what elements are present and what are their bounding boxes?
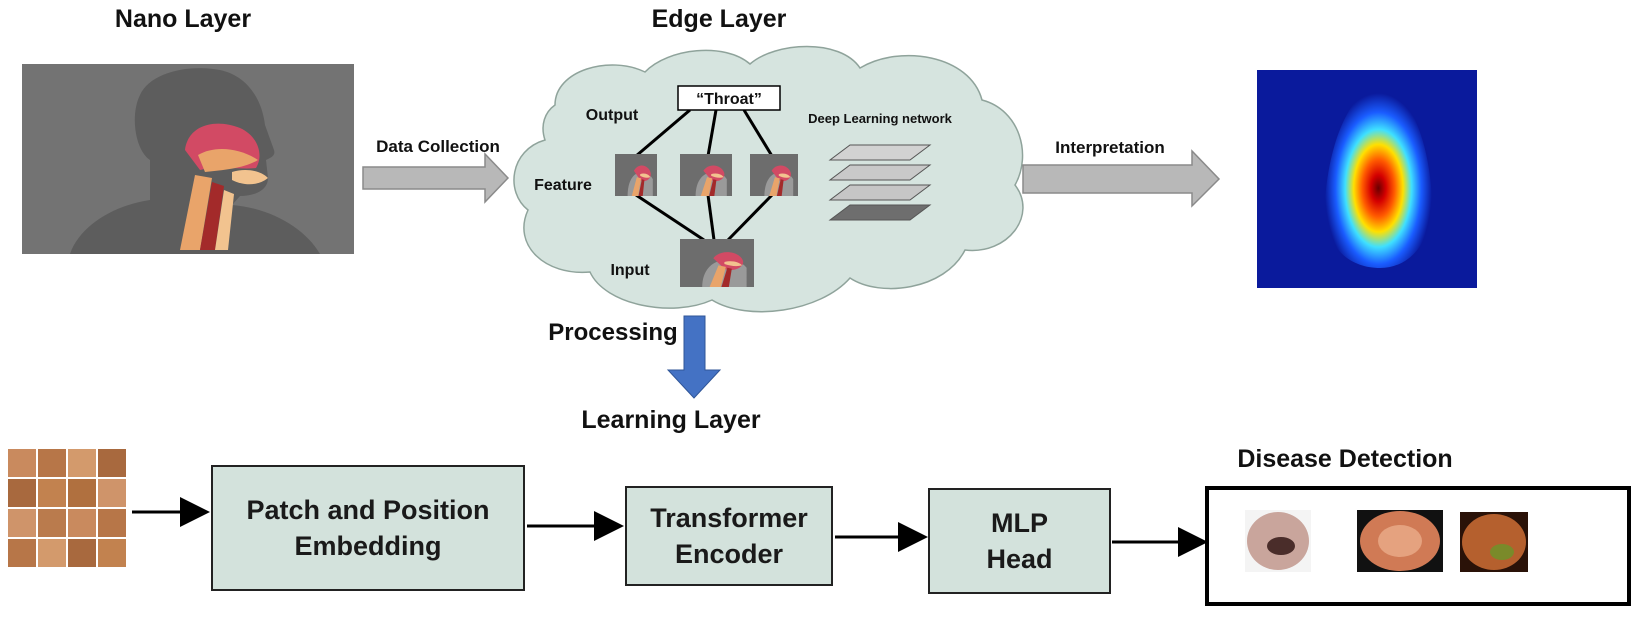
image-patch: [98, 479, 126, 507]
input-image: [680, 239, 754, 287]
mlp-head-box: MLP Head: [928, 488, 1111, 594]
interpretation-label: Interpretation: [1055, 138, 1165, 157]
endoscopy-image-3: [1460, 512, 1528, 572]
disease-detection-title: Disease Detection: [1237, 445, 1452, 473]
output-node: [677, 85, 781, 111]
image-patch: [38, 509, 66, 537]
data-collection-arrow: [362, 152, 510, 204]
feature-image-2: [680, 154, 732, 196]
image-patch: [8, 509, 36, 537]
endoscopy-image-2: [1357, 510, 1443, 572]
heatmap-image: [1257, 70, 1477, 288]
image-patch: [68, 539, 96, 567]
data-collection-label: Data Collection: [376, 137, 500, 156]
image-patch: [98, 539, 126, 567]
network-feature-label: Feature: [534, 177, 592, 194]
image-patch: [98, 509, 126, 537]
network-connections: [635, 108, 774, 242]
network-input-label: Input: [610, 262, 650, 279]
image-patch: [8, 539, 36, 567]
image-patch: [38, 449, 66, 477]
patch-grid-image: [6, 447, 128, 569]
output-value: “Throat”: [696, 91, 762, 108]
network-output-label: Output: [586, 107, 639, 124]
nano-layer-title: Nano Layer: [115, 5, 251, 33]
image-patch: [8, 449, 36, 477]
image-patch: [98, 449, 126, 477]
processing-label: Processing: [548, 319, 677, 346]
image-patch: [38, 539, 66, 567]
learning-layer-title: Learning Layer: [581, 406, 760, 434]
feature-image-1: [615, 154, 657, 196]
image-patch: [68, 509, 96, 537]
layer-stack-icon: [828, 144, 932, 221]
edge-layer-title: Edge Layer: [652, 5, 787, 33]
image-patch: [38, 479, 66, 507]
deep-learning-network-label: Deep Learning network: [808, 111, 953, 126]
image-patch: [68, 479, 96, 507]
transformer-encoder-box: Transformer Encoder: [625, 486, 833, 586]
patch-position-embedding-box: Patch and Position Embedding: [211, 465, 525, 591]
nano-head-illustration: [22, 64, 354, 255]
image-patch: [68, 449, 96, 477]
interpretation-arrow: [1022, 149, 1221, 208]
processing-arrow: [666, 315, 722, 399]
image-patch: [8, 479, 36, 507]
endoscopy-image-1: [1245, 510, 1311, 572]
pipeline-arrows: [132, 497, 1208, 557]
feature-image-3: [750, 154, 798, 196]
